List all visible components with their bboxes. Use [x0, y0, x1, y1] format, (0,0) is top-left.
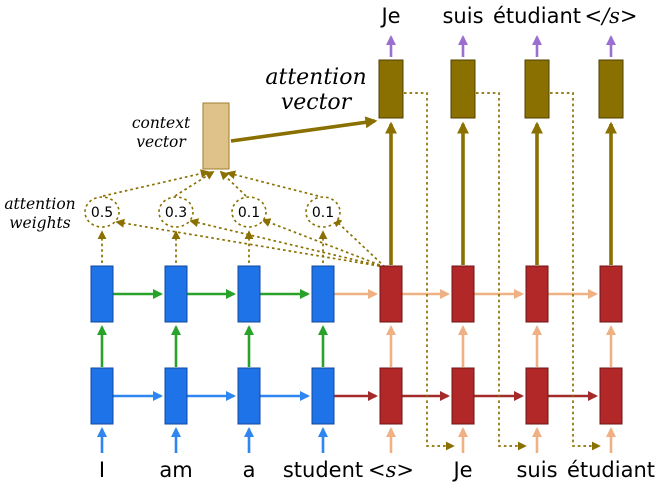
dotted-attention-line — [219, 170, 247, 197]
attention-vector-box — [378, 59, 404, 119]
output-word: suis — [442, 4, 483, 28]
attention-dotted-lines — [97, 92, 601, 451]
decoder-cell — [599, 367, 623, 425]
dotted-attention-line — [261, 218, 386, 268]
encoder-cell — [311, 367, 335, 425]
input-word: am — [159, 458, 192, 482]
context-vector-box — [202, 102, 230, 170]
dotted-attention-line — [115, 218, 386, 268]
decoder-cell — [525, 367, 549, 425]
attention-weight-value: 0.3 — [165, 205, 187, 221]
encoder-horizontal-arrows — [113, 289, 310, 401]
input-words: I am a student <s> Je suis étudiant — [99, 458, 655, 482]
decoder-cell — [379, 367, 403, 425]
feedback-dotted-line — [404, 92, 455, 451]
attention-weight-value: 0.1 — [238, 205, 260, 221]
layer-vertical-arrows — [97, 325, 616, 367]
output-word: </s> — [584, 4, 637, 28]
attention-weights-label: weights — [9, 214, 71, 232]
attention-weight-ellipse — [305, 196, 341, 228]
attention-weight-ellipse — [84, 196, 120, 228]
dotted-attention-line — [174, 171, 215, 197]
attention-vector-box — [598, 59, 624, 119]
input-word: étudiant — [567, 458, 655, 482]
attention-vector-label: attention — [265, 65, 366, 90]
encoder-cell — [90, 265, 114, 323]
dotted-attention-line — [332, 217, 386, 268]
decoder-cell — [525, 265, 549, 323]
input-word: I — [99, 458, 105, 482]
feedback-dotted-line — [476, 92, 527, 451]
attention-weight-ellipse — [158, 196, 194, 228]
output-words: Je suis étudiant </s> — [379, 4, 637, 28]
decoder-horizontal-arrows — [334, 289, 598, 401]
context-vector-label: context — [132, 114, 191, 132]
dotted-attention-line — [226, 170, 319, 197]
attention-vectors — [202, 59, 624, 170]
encoder-cell — [164, 265, 188, 323]
attention-weight-value: 0.5 — [91, 205, 113, 221]
input-word: student — [283, 458, 363, 482]
encoder-cell — [237, 367, 261, 425]
context-to-attention-arrow — [230, 116, 378, 143]
input-word: suis — [516, 458, 557, 482]
encoder-cell — [237, 265, 261, 323]
decoder-cell — [451, 367, 475, 425]
encoder-cells — [90, 265, 335, 425]
output-arrows — [386, 35, 616, 57]
input-arrows — [97, 427, 616, 453]
encoder-cell — [164, 367, 188, 425]
attention-weights-label: attention — [4, 195, 75, 213]
output-word: étudiant — [493, 4, 581, 28]
decoder-cells — [379, 265, 623, 425]
hidden-to-attention-arrows — [230, 116, 617, 265]
encoder-cell — [311, 265, 335, 323]
decoder-cell — [451, 265, 475, 323]
input-word: a — [243, 458, 256, 482]
dotted-attention-line — [189, 218, 386, 268]
input-word: <s> — [368, 458, 414, 482]
context-vector-label: vector — [136, 133, 187, 151]
dotted-attention-line — [102, 169, 210, 197]
attention-weight-value: 0.1 — [312, 205, 334, 221]
output-word: Je — [379, 4, 400, 28]
attention-vector-label: vector — [281, 90, 353, 115]
attention-vector-box — [450, 59, 476, 119]
attention-weights: 0.5 0.3 0.1 0.1 — [84, 196, 341, 228]
encoder-cell — [90, 367, 114, 425]
input-word: Je — [451, 458, 472, 482]
labels: attention vector context vector attentio… — [4, 65, 366, 232]
feedback-dotted-line — [550, 92, 601, 451]
decoder-cell — [379, 265, 403, 323]
attention-vector-box — [524, 59, 550, 119]
attention-weight-ellipse — [231, 196, 267, 228]
decoder-cell — [599, 265, 623, 323]
